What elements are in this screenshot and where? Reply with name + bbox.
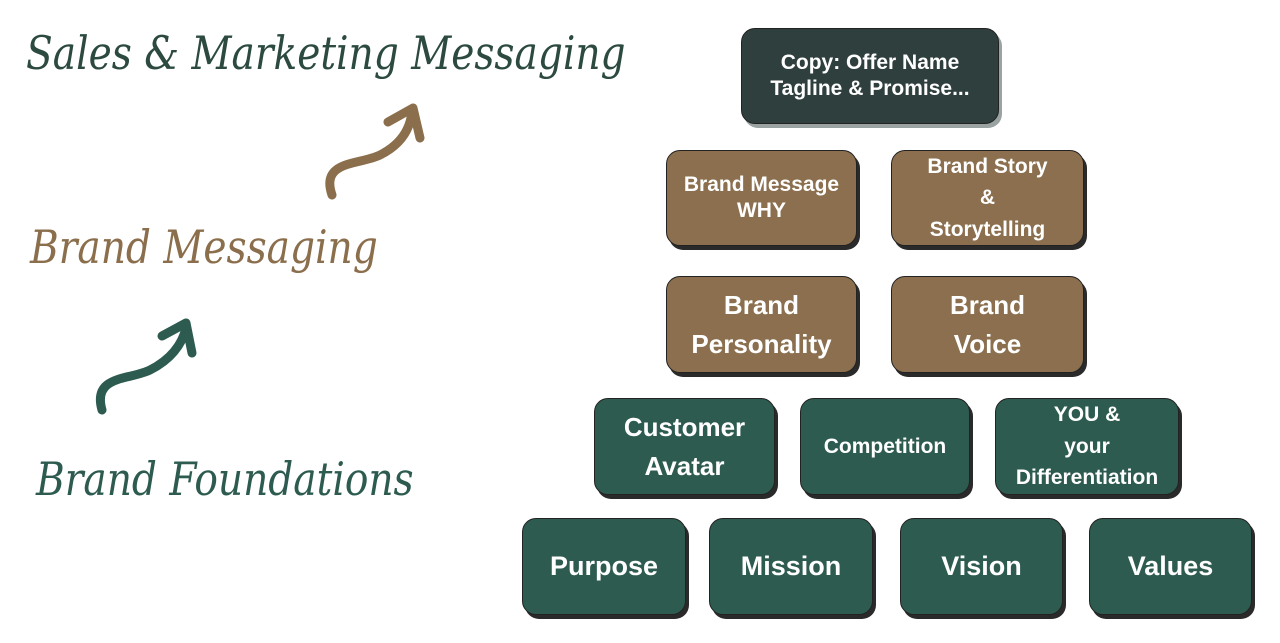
box-line: Brand — [949, 289, 1026, 320]
box-line: Vision — [941, 551, 1022, 582]
box-line: Mission — [740, 551, 842, 582]
box-line: Avatar — [644, 450, 725, 481]
vision-box: Vision — [900, 518, 1063, 615]
brand-foundations-title: Brand Foundations — [36, 452, 414, 506]
brand-messaging-title: Brand Messaging — [30, 220, 378, 274]
purpose-box: Purpose — [522, 518, 686, 615]
box-line: Purpose — [549, 551, 659, 582]
brand-story-box: Brand Story & Storytelling — [891, 150, 1084, 246]
box-line: Brand — [723, 289, 800, 320]
box-line: Brand Story — [927, 154, 1048, 178]
box-line: Values — [1127, 551, 1214, 582]
box-line: Differentiation — [1015, 466, 1159, 490]
box-line: Voice — [953, 328, 1022, 359]
sales-marketing-messaging-title: Sales & Marketing Messaging — [26, 26, 626, 80]
competition-box: Competition — [800, 398, 970, 495]
box-line: Customer — [623, 411, 746, 442]
box-line: Personality — [691, 328, 832, 359]
box-line: your — [1064, 434, 1110, 458]
box-line: Copy: Offer Name — [780, 51, 960, 75]
box-line: Competition — [823, 434, 947, 458]
brown-arrow-icon — [325, 103, 425, 200]
green-arrow-icon — [95, 318, 197, 415]
box-line: Brand Message — [683, 173, 840, 197]
box-line: WHY — [736, 199, 786, 222]
box-line: YOU & — [1053, 403, 1121, 427]
mission-box: Mission — [709, 518, 873, 615]
box-line: Storytelling — [929, 217, 1046, 241]
values-box: Values — [1089, 518, 1252, 615]
box-line: Tagline & Promise... — [770, 77, 970, 100]
box-line: & — [979, 186, 996, 210]
